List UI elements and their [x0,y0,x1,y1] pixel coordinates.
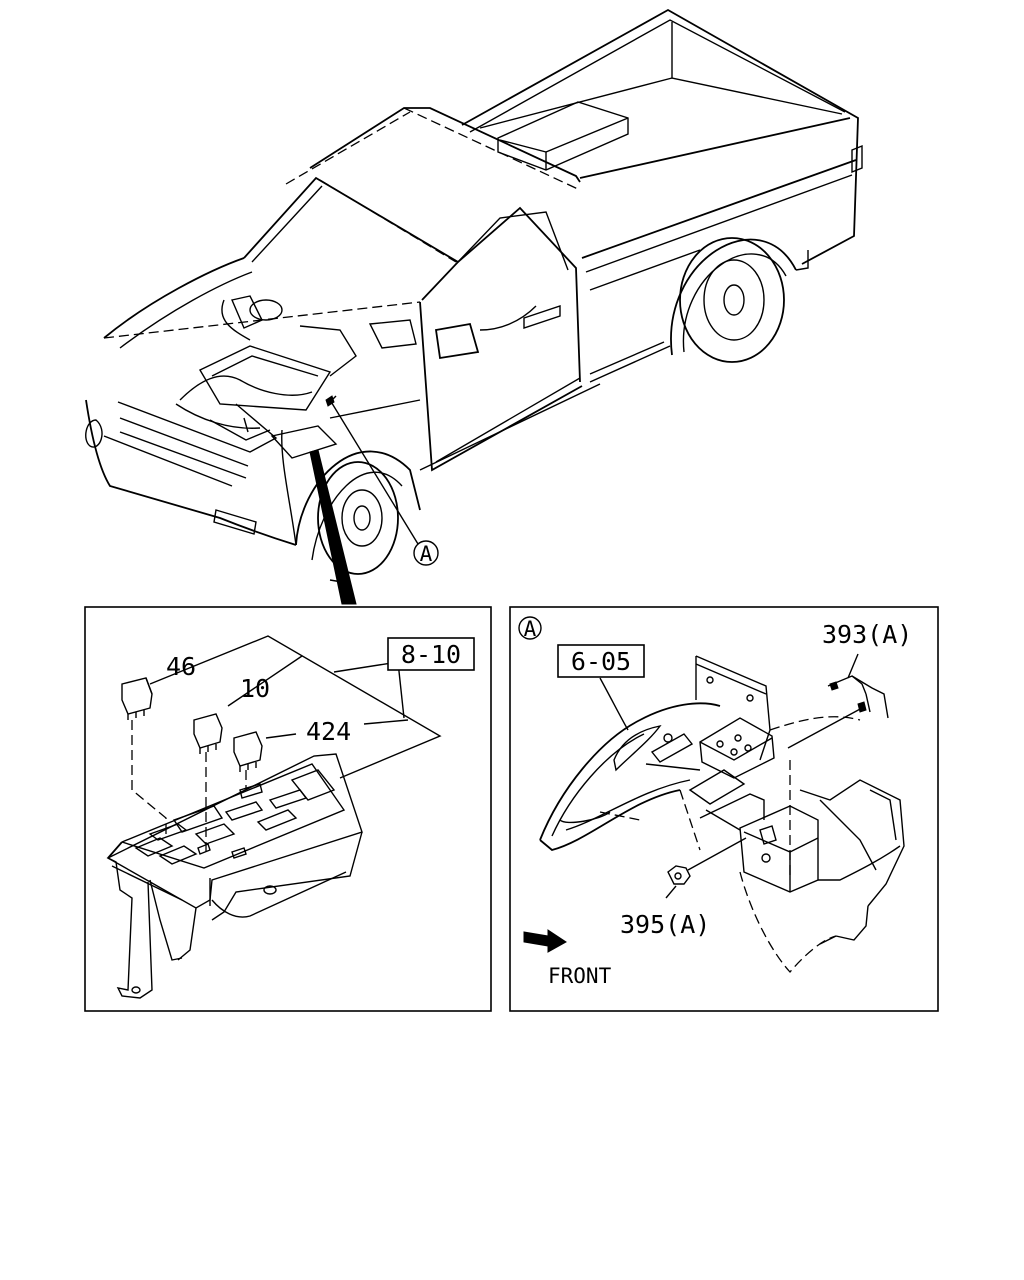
pickup-truck-illustration [85,8,863,583]
ref-6-05-label: 6-05 [571,647,631,676]
detail-a-label: A [420,542,433,566]
relay-10-label: 10 [240,674,270,703]
relay-box-panel-content [106,635,442,999]
detail-a-leader-line [329,399,419,545]
detail-pointer-wedge [309,449,357,605]
detail-a-corner-marker: A [518,616,542,641]
detail-a-corner-label: A [524,617,537,641]
detail-a-callout: A [413,540,439,566]
ref-8-10-box: 8-10 [387,637,475,671]
front-direction-indicator: FRONT [523,929,612,988]
ref-8-10-label: 8-10 [401,640,461,669]
part-395-label: 395(A) [620,910,710,939]
relay-424-label: 424 [306,717,351,746]
ref-6-05-leader [599,677,629,731]
part-393-label: 393(A) [822,620,912,649]
relay-46-label: 46 [166,652,196,681]
ref-6-05-box: 6-05 [557,644,645,678]
front-label: FRONT [548,964,612,988]
fender-bracket-illustration [539,653,905,973]
